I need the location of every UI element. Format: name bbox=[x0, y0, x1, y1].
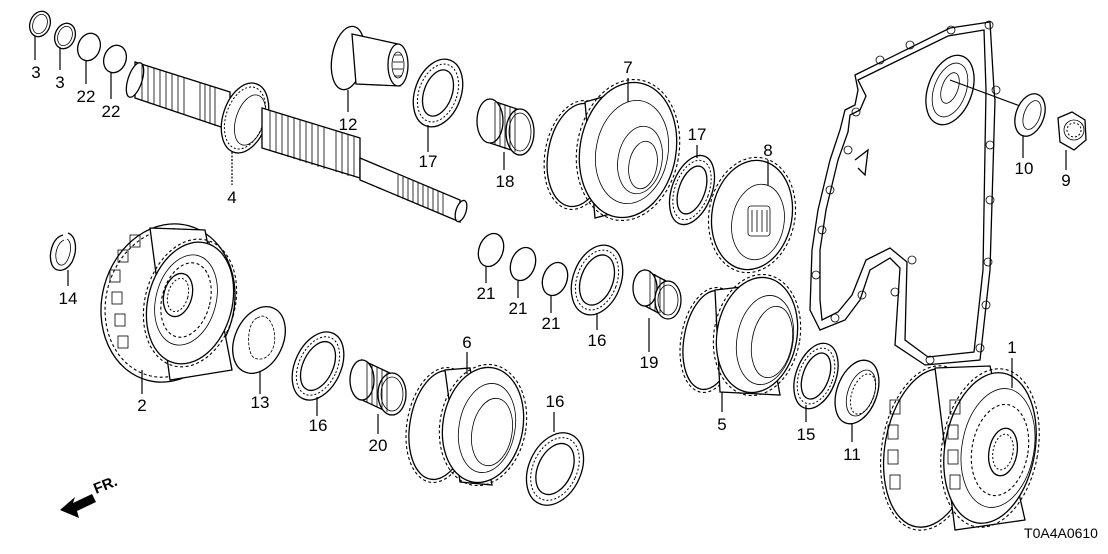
snap-ring-14[interactable]: 14 bbox=[49, 232, 78, 308]
callout-4: 4 bbox=[227, 188, 236, 207]
callout-14: 14 bbox=[59, 289, 78, 308]
callout-17a: 17 bbox=[419, 152, 438, 171]
helical-gear-8[interactable]: 8 bbox=[700, 141, 805, 280]
o-ring-21b[interactable]: 21 bbox=[506, 244, 540, 318]
seal-ring-22b[interactable]: 22 bbox=[100, 42, 130, 121]
callout-18: 18 bbox=[496, 172, 515, 191]
callout-21b: 21 bbox=[509, 299, 528, 318]
needle-bearing-19[interactable]: 19 bbox=[632, 268, 682, 372]
needle-bearing-20[interactable]: 20 bbox=[349, 358, 407, 455]
mainshaft-4[interactable]: 4 bbox=[123, 61, 469, 223]
thrust-bearing-16a[interactable]: 16 bbox=[562, 238, 632, 350]
thrust-bearing-17a[interactable]: 17 bbox=[404, 52, 471, 171]
hub-collar-11[interactable]: 12 bbox=[327, 24, 409, 134]
seal-ring-3a[interactable]: 3 bbox=[26, 8, 54, 82]
clutch-drum-2[interactable]: 2 bbox=[84, 209, 253, 415]
clutch-drum-1[interactable]: 1 bbox=[868, 338, 1051, 538]
lock-nut-9[interactable]: 9 bbox=[1057, 111, 1087, 190]
helical-gear-7[interactable]: 7 bbox=[536, 58, 691, 229]
callout-2: 2 bbox=[137, 396, 146, 415]
callout-16b: 16 bbox=[309, 416, 328, 435]
thrust-bearing-16b[interactable]: 16 bbox=[282, 324, 354, 435]
front-arrow-icon bbox=[60, 494, 96, 518]
callout-5: 5 bbox=[717, 415, 726, 434]
callout-1: 1 bbox=[1007, 338, 1016, 357]
callout-22b: 22 bbox=[102, 102, 121, 121]
needle-bearing-18[interactable]: 18 bbox=[476, 98, 535, 191]
thrust-washer-12[interactable]: 11 bbox=[827, 354, 887, 464]
callout-15: 15 bbox=[797, 425, 816, 444]
callout-13: 13 bbox=[251, 393, 270, 412]
callout-22a: 22 bbox=[77, 87, 96, 106]
callout-6: 6 bbox=[462, 333, 471, 352]
seal-ring-22a[interactable]: 22 bbox=[74, 30, 104, 106]
helical-gear-6[interactable]: 6 bbox=[397, 333, 536, 493]
front-label: FR. bbox=[91, 473, 120, 498]
callout-21a: 21 bbox=[477, 284, 496, 303]
callout-19: 19 bbox=[640, 353, 659, 372]
callout-16a: 16 bbox=[588, 331, 607, 350]
thrust-bearing-17b[interactable]: 17 bbox=[661, 125, 723, 231]
callout-3a: 3 bbox=[31, 63, 40, 82]
figure-code: T0A4A0610 bbox=[1024, 525, 1098, 541]
thrust-washer-13[interactable]: 13 bbox=[222, 298, 295, 412]
o-ring-21c[interactable]: 21 bbox=[538, 259, 572, 333]
o-ring-21a[interactable]: 21 bbox=[474, 230, 508, 303]
seal-ring-3b[interactable]: 3 bbox=[51, 20, 79, 92]
helical-gear-5[interactable]: 5 bbox=[672, 267, 810, 434]
callout-7: 7 bbox=[623, 58, 632, 77]
callout-3b: 3 bbox=[55, 73, 64, 92]
callout-10: 10 bbox=[1015, 159, 1034, 178]
callout-21c: 21 bbox=[542, 314, 561, 333]
callout-9: 9 bbox=[1061, 171, 1070, 190]
callout-11: 12 bbox=[339, 115, 358, 134]
callout-8: 8 bbox=[763, 141, 772, 160]
ball-bearing[interactable] bbox=[917, 49, 1021, 132]
callout-16c: 16 bbox=[546, 392, 565, 411]
thrust-bearing-16c[interactable]: 16 bbox=[515, 392, 594, 514]
callout-17b: 17 bbox=[688, 125, 707, 144]
callout-20: 20 bbox=[369, 436, 388, 455]
case-gasket bbox=[809, 20, 1001, 366]
front-direction-indicator: FR. bbox=[60, 473, 120, 518]
thrust-bearing-15[interactable]: 15 bbox=[786, 337, 847, 444]
washer-10[interactable]: 10 bbox=[1009, 90, 1050, 178]
callout-12: 11 bbox=[843, 445, 861, 464]
